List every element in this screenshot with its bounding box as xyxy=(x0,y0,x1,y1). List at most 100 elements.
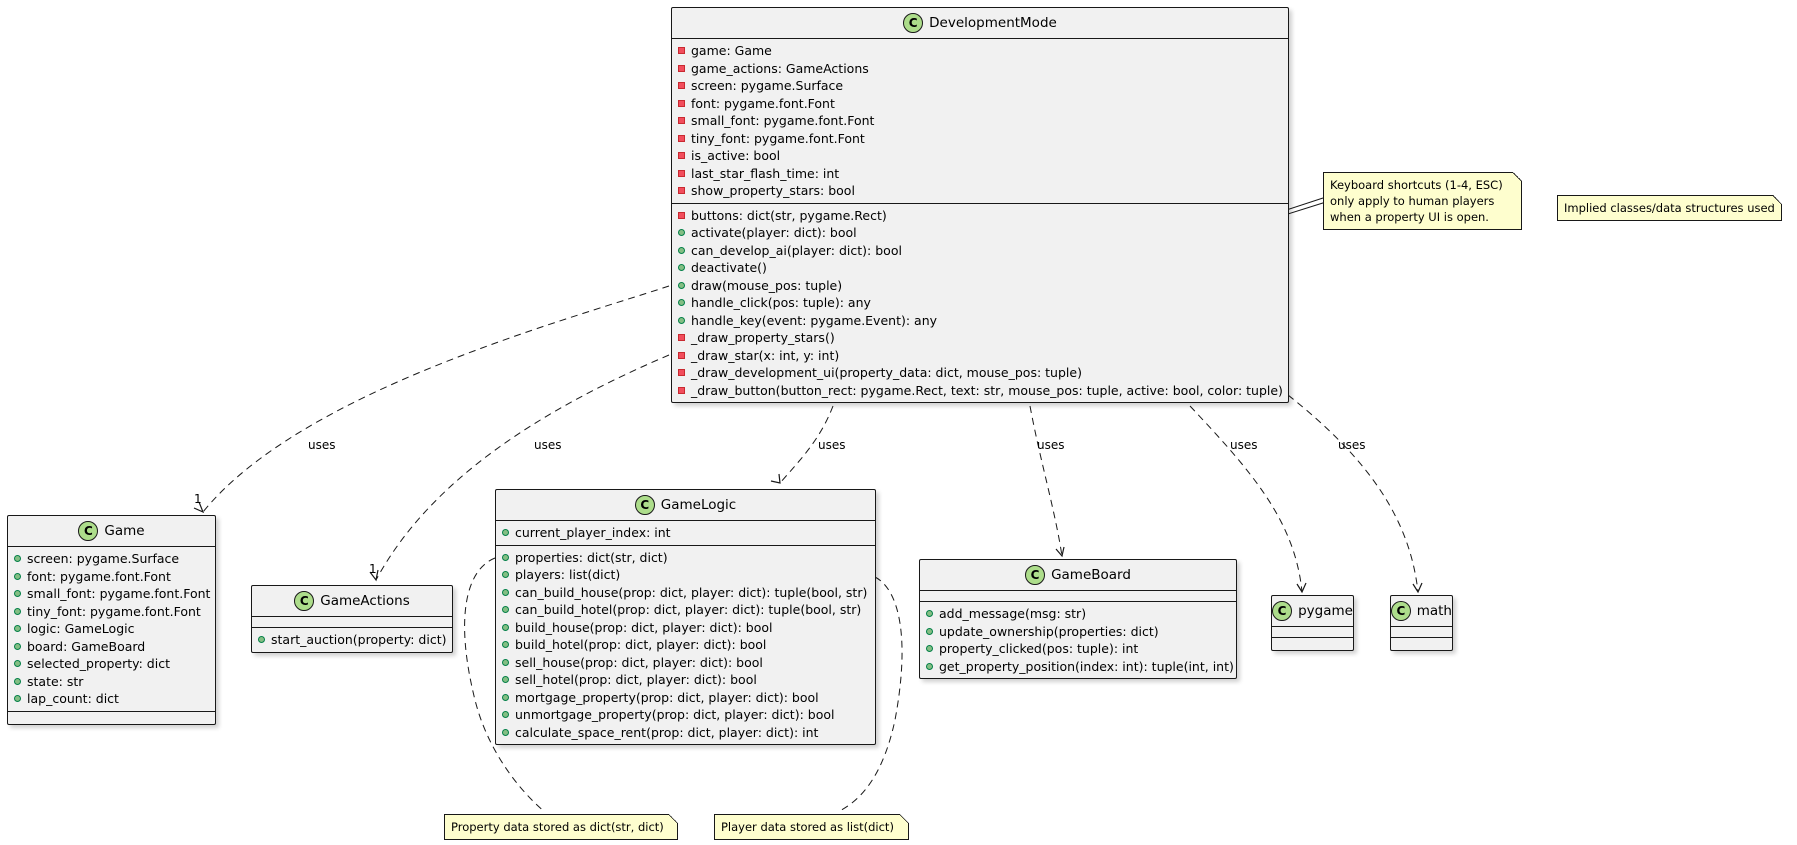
edge-note-property xyxy=(464,557,546,813)
uses-label-gameactions: uses xyxy=(534,438,562,452)
attributes-section xyxy=(920,591,1236,602)
member-text: activate(player: dict): bool xyxy=(691,225,857,241)
uses-label-pygame: uses xyxy=(1230,438,1258,452)
class-name: GameBoard xyxy=(1051,567,1131,583)
methods-section xyxy=(1272,638,1353,650)
member-text: properties: dict(str, dict) xyxy=(515,549,668,565)
private-visibility-icon xyxy=(678,386,685,394)
class-name: Game xyxy=(104,523,145,539)
member-text: logic: GameLogic xyxy=(27,621,135,637)
member-text: handle_click(pos: tuple): any xyxy=(691,295,871,311)
class-member: activate(player: dict): bool xyxy=(672,224,1288,242)
private-visibility-icon xyxy=(678,351,685,359)
class-member: players: list(dict) xyxy=(496,566,875,584)
class-header: C math xyxy=(1391,596,1452,627)
edge-dev-pygame xyxy=(1189,405,1303,593)
class-member: sell_hotel(prop: dict, player: dict): bo… xyxy=(496,671,875,689)
member-text: font: pygame.font.Font xyxy=(691,95,835,111)
class-member: buttons: dict(str, pygame.Rect) xyxy=(672,207,1288,225)
public-visibility-icon xyxy=(502,711,509,719)
public-visibility-icon xyxy=(14,677,21,685)
class-member: small_font: pygame.font.Font xyxy=(672,112,1288,130)
member-text: start_auction(property: dict) xyxy=(271,632,447,648)
private-visibility-icon xyxy=(678,82,685,90)
private-visibility-icon xyxy=(678,211,685,219)
public-visibility-icon xyxy=(14,607,21,615)
class-member: current_player_index: int xyxy=(496,524,875,542)
member-text: tiny_font: pygame.font.Font xyxy=(27,603,201,619)
class-math[interactable]: C math xyxy=(1390,595,1453,651)
class-name: math xyxy=(1416,603,1452,619)
class-member: can_build_hotel(prop: dict, player: dict… xyxy=(496,601,875,619)
class-member: add_message(msg: str) xyxy=(920,605,1236,623)
member-text: sell_house(prop: dict, player: dict): bo… xyxy=(515,654,763,670)
class-name: GameLogic xyxy=(660,497,737,513)
private-visibility-icon xyxy=(678,99,685,107)
class-pygame[interactable]: C pygame xyxy=(1271,595,1354,651)
class-c-icon: C xyxy=(294,591,315,611)
member-text: font: pygame.font.Font xyxy=(27,568,171,584)
private-visibility-icon xyxy=(678,47,685,55)
class-member: build_house(prop: dict, player: dict): b… xyxy=(496,619,875,637)
uses-label-gamelogic: uses xyxy=(818,438,846,452)
class-name: DevelopmentMode xyxy=(929,15,1057,31)
class-header: C Game xyxy=(8,516,215,547)
class-member: last_star_flash_time: int xyxy=(672,165,1288,183)
private-visibility-icon xyxy=(678,187,685,195)
member-text: board: GameBoard xyxy=(27,638,146,654)
private-visibility-icon xyxy=(678,117,685,125)
public-visibility-icon xyxy=(502,728,509,736)
arrowhead-game xyxy=(193,501,205,514)
public-visibility-icon xyxy=(502,553,509,561)
public-visibility-icon xyxy=(678,299,685,307)
member-text: sell_hotel(prop: dict, player: dict): bo… xyxy=(515,672,757,688)
class-member: screen: pygame.Surface xyxy=(8,550,215,568)
private-visibility-icon xyxy=(678,169,685,177)
class-member: can_develop_ai(player: dict): bool xyxy=(672,242,1288,260)
arrowhead-gamelogic xyxy=(770,473,781,484)
methods-section xyxy=(8,712,215,724)
multiplicity-gameactions: 1 xyxy=(369,562,377,576)
class-member: font: pygame.font.Font xyxy=(8,568,215,586)
class-header: C GameLogic xyxy=(496,490,875,521)
class-member: sell_house(prop: dict, player: dict): bo… xyxy=(496,654,875,672)
member-text: last_star_flash_time: int xyxy=(691,165,840,181)
attributes-section: current_player_index: int xyxy=(496,521,875,546)
methods-section: start_auction(property: dict) xyxy=(252,628,452,652)
class-member: small_font: pygame.font.Font xyxy=(8,585,215,603)
public-visibility-icon xyxy=(502,623,509,631)
member-text: _draw_development_ui(property_data: dict… xyxy=(691,365,1082,381)
public-visibility-icon xyxy=(502,606,509,614)
public-visibility-icon xyxy=(14,590,21,598)
uses-label-math: uses xyxy=(1338,438,1366,452)
class-member: state: str xyxy=(8,673,215,691)
member-text: players: list(dict) xyxy=(515,567,621,583)
class-header: C pygame xyxy=(1272,596,1353,627)
class-member: _draw_star(x: int, y: int) xyxy=(672,347,1288,365)
member-text: can_build_hotel(prop: dict, player: dict… xyxy=(515,602,862,618)
class-game-board[interactable]: C GameBoard add_message(msg: str)update_… xyxy=(919,559,1237,679)
class-member: calculate_space_rent(prop: dict, player:… xyxy=(496,724,875,742)
class-member: _draw_development_ui(property_data: dict… xyxy=(672,364,1288,382)
class-member: draw(mouse_pos: tuple) xyxy=(672,277,1288,295)
class-member: unmortgage_property(prop: dict, player: … xyxy=(496,706,875,724)
public-visibility-icon xyxy=(926,610,933,618)
class-game-logic[interactable]: C GameLogic current_player_index: int pr… xyxy=(495,489,876,745)
class-member: lap_count: dict xyxy=(8,690,215,708)
member-text: can_build_house(prop: dict, player: dict… xyxy=(515,584,868,600)
member-text: game_actions: GameActions xyxy=(691,60,869,76)
class-c-icon: C xyxy=(634,495,655,515)
public-visibility-icon xyxy=(926,645,933,653)
member-text: screen: pygame.Surface xyxy=(27,551,180,567)
edge-dev-gameactions xyxy=(375,354,670,581)
member-text: show_property_stars: bool xyxy=(691,183,855,199)
member-text: can_develop_ai(player: dict): bool xyxy=(691,242,902,258)
member-text: property_clicked(pos: tuple): int xyxy=(939,641,1139,657)
attributes-section xyxy=(1272,627,1353,638)
class-game-actions[interactable]: C GameActions start_auction(property: di… xyxy=(251,585,453,653)
note-keyboard-shortcuts: Keyboard shortcuts (1-4, ESC) only apply… xyxy=(1323,172,1522,230)
class-member: screen: pygame.Surface xyxy=(672,77,1288,95)
